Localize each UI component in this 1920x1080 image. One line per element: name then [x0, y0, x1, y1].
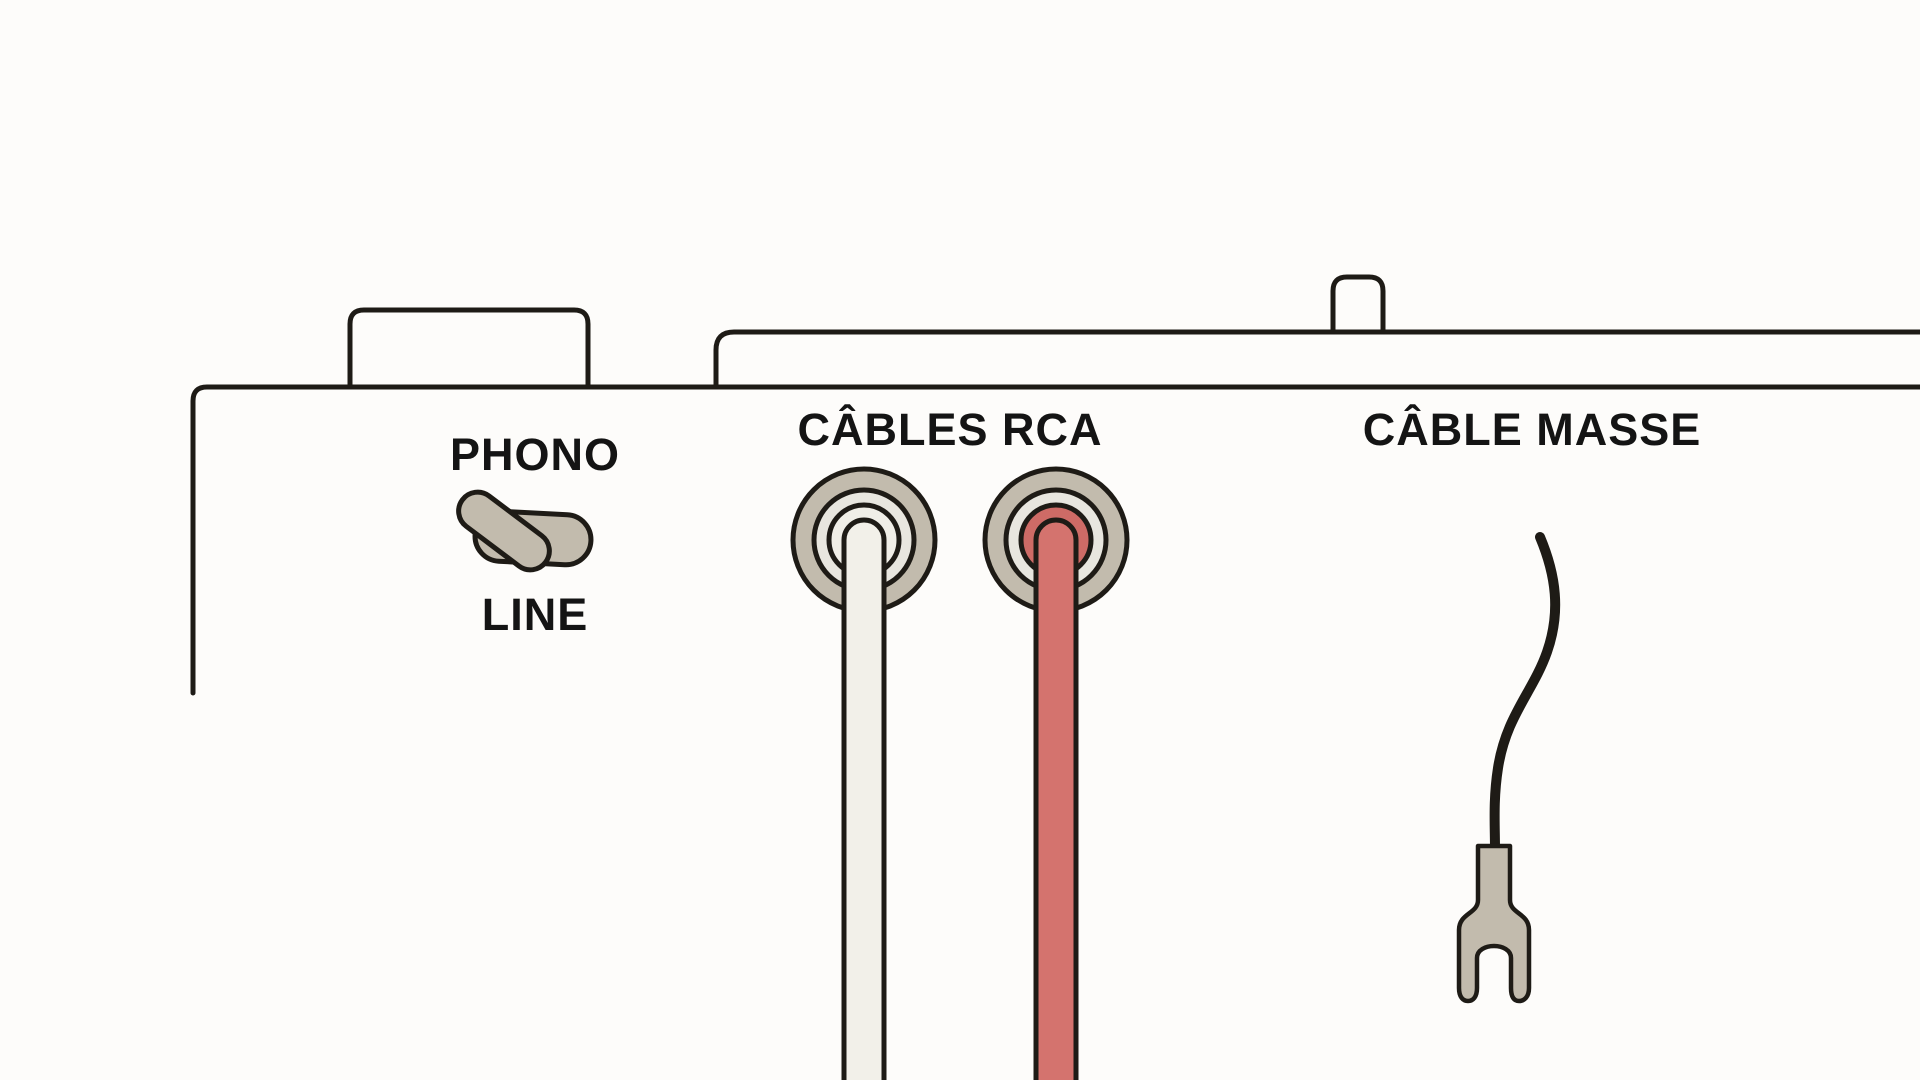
left-device-tab	[347, 307, 591, 390]
rca-cables-label: CÂBLES RCA	[797, 404, 1102, 455]
phono-label: PHONO	[450, 429, 620, 480]
rca-jack-white	[790, 466, 938, 1080]
spade-fork-connector-icon	[1456, 843, 1532, 1004]
rca-white-cable	[841, 517, 887, 1080]
left-device-outline	[190, 384, 1920, 696]
chassis-outlines	[190, 274, 1920, 696]
rca-cables-section: CÂBLES RCA	[790, 404, 1130, 1080]
phono-line-switch-icon	[456, 489, 594, 573]
rca-jack-red	[982, 466, 1130, 1080]
ground-wire	[1489, 532, 1561, 854]
rca-red-cable	[1033, 517, 1079, 1080]
right-device-tab	[1330, 274, 1386, 335]
right-device-outline	[713, 329, 1920, 390]
line-label: LINE	[482, 589, 589, 640]
ground-cable-label: CÂBLE MASSE	[1363, 404, 1702, 455]
switch-lever	[456, 489, 552, 573]
phono-line-switch-section: PHONO LINE	[450, 429, 620, 640]
ground-cable-section: CÂBLE MASSE	[1363, 404, 1702, 1004]
